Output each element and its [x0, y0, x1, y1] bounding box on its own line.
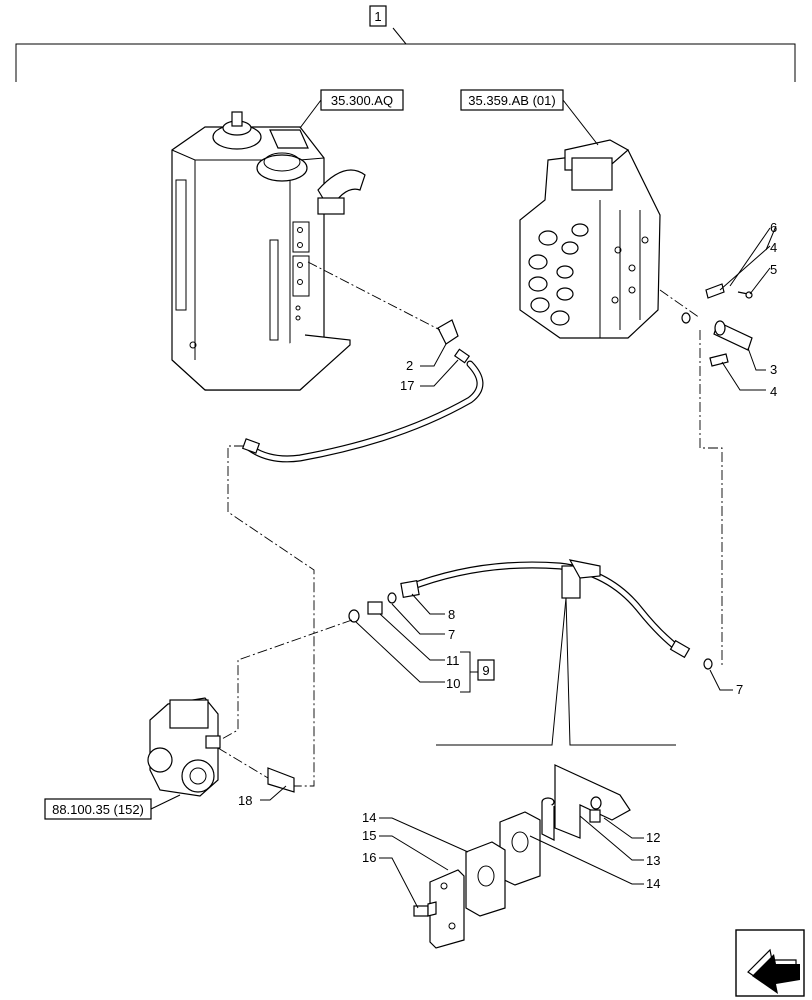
valve-fittings [681, 283, 753, 367]
control-valve [519, 139, 661, 339]
callout-6: 6 [770, 220, 777, 235]
hydraulic-tank [171, 111, 366, 391]
callout-17: 17 [400, 378, 414, 393]
callout-14-right: 14 [646, 876, 660, 891]
valve-reference-leader [562, 99, 599, 146]
callout-10: 10 [446, 676, 460, 691]
group-number: 9 [482, 663, 489, 678]
pump-reference-box[interactable]: 88.100.35 (152) [44, 798, 152, 820]
fitting-parts [348, 592, 713, 670]
callout-15: 15 [362, 828, 376, 843]
arrow-next-icon[interactable] [735, 929, 805, 997]
callout-7-left: 7 [448, 627, 455, 642]
callout-4-upper: 4 [770, 240, 777, 255]
callout-leaders [260, 225, 777, 909]
pump [147, 697, 295, 797]
clamp-detail-marker [436, 597, 676, 746]
tank-reference-leader [299, 99, 322, 129]
tank-hose [241, 319, 484, 463]
pressure-hose [400, 559, 691, 659]
valve-reference-label: 35.359.AB (01) [468, 93, 555, 108]
valve-spools [528, 223, 589, 326]
group-number-box[interactable]: 9 [477, 659, 495, 681]
callout-5: 5 [770, 262, 777, 277]
pump-reference-label: 88.100.35 (152) [52, 802, 144, 817]
tank-reference-label: 35.300.AQ [331, 93, 393, 108]
callout-8: 8 [448, 607, 455, 622]
assembly-number-box[interactable]: 1 [369, 5, 387, 27]
callout-3: 3 [770, 362, 777, 377]
callout-2: 2 [406, 358, 413, 373]
callout-numbers: 6 4 5 3 4 2 17 8 7 11 10 7 18 14 15 16 1… [238, 220, 777, 891]
assembly-number: 1 [374, 9, 381, 24]
tank-reference-box[interactable]: 35.300.AQ [320, 89, 404, 111]
callout-4-lower: 4 [770, 384, 777, 399]
valve-reference-box[interactable]: 35.359.AB (01) [460, 89, 564, 111]
connection-lines [217, 261, 723, 787]
pump-reference-leader [150, 794, 181, 810]
callout-14-left: 14 [362, 810, 376, 825]
callout-12: 12 [646, 830, 660, 845]
callout-11: 11 [446, 653, 460, 668]
callout-18: 18 [238, 793, 252, 808]
clamp-detail [413, 764, 631, 949]
assembly-bracket [15, 27, 796, 82]
callout-7-right: 7 [736, 682, 743, 697]
callout-16: 16 [362, 850, 376, 865]
callout-13: 13 [646, 853, 660, 868]
